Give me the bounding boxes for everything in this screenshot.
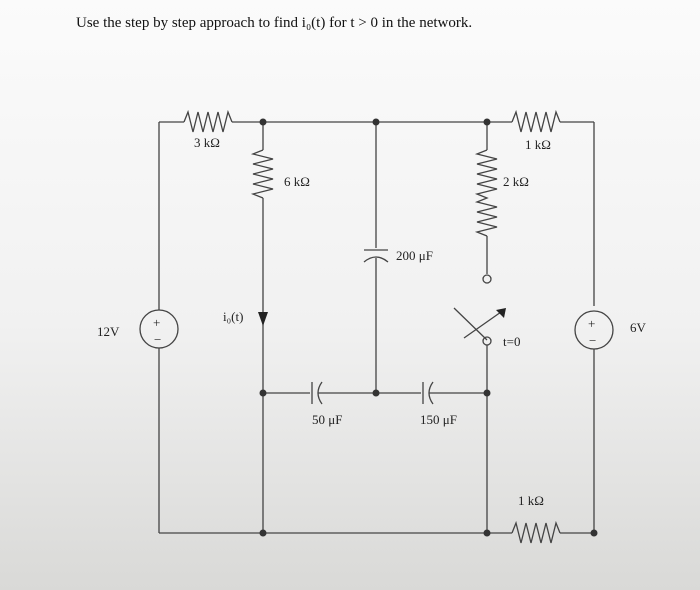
label-200uf: 200 μF (396, 248, 433, 263)
resistor-3k (183, 109, 233, 133)
label-12v: 12V (97, 324, 120, 339)
label-current: i₀(t) (223, 309, 243, 324)
source-12v-minus: − (154, 332, 161, 347)
node-dot (483, 529, 491, 537)
label-1k-bottom: 1 kΩ (518, 493, 544, 508)
current-arrow-icon (258, 312, 268, 326)
node-dot (483, 389, 491, 397)
node-dot (372, 389, 380, 397)
switch-blade[interactable] (453, 307, 488, 341)
question-text: Use the step by step approach to find i₀… (76, 15, 473, 31)
label-switch-time: t=0 (503, 334, 520, 349)
switch-contact-top (482, 274, 492, 284)
node-dot (259, 118, 267, 126)
label-3k: 3 kΩ (194, 135, 220, 150)
node-dot (372, 118, 380, 126)
switch-contact-bottom (482, 336, 492, 346)
resistor-6k (250, 149, 274, 199)
label-1k-top: 1 kΩ (525, 137, 551, 152)
label-6v: 6V (630, 320, 647, 335)
node-dot (483, 118, 491, 126)
resistor-1k-bottom (511, 520, 561, 544)
source-6v-plus: + (588, 316, 595, 331)
label-150uf: 150 μF (420, 412, 457, 427)
node-dot (259, 529, 267, 537)
source-6v-minus: − (589, 333, 596, 348)
label-50uf: 50 μF (312, 412, 342, 427)
switch-arm (463, 311, 502, 339)
label-2k: 2 kΩ (503, 174, 529, 189)
capacitor-200uf-plate-b (363, 256, 389, 263)
resistor-2k (474, 149, 498, 237)
node-dot (259, 389, 267, 397)
resistor-1k-top (511, 109, 561, 133)
label-6k: 6 kΩ (284, 174, 310, 189)
source-12v-plus: + (153, 315, 160, 330)
switch-arrow-icon (496, 308, 506, 318)
node-dot (590, 529, 598, 537)
